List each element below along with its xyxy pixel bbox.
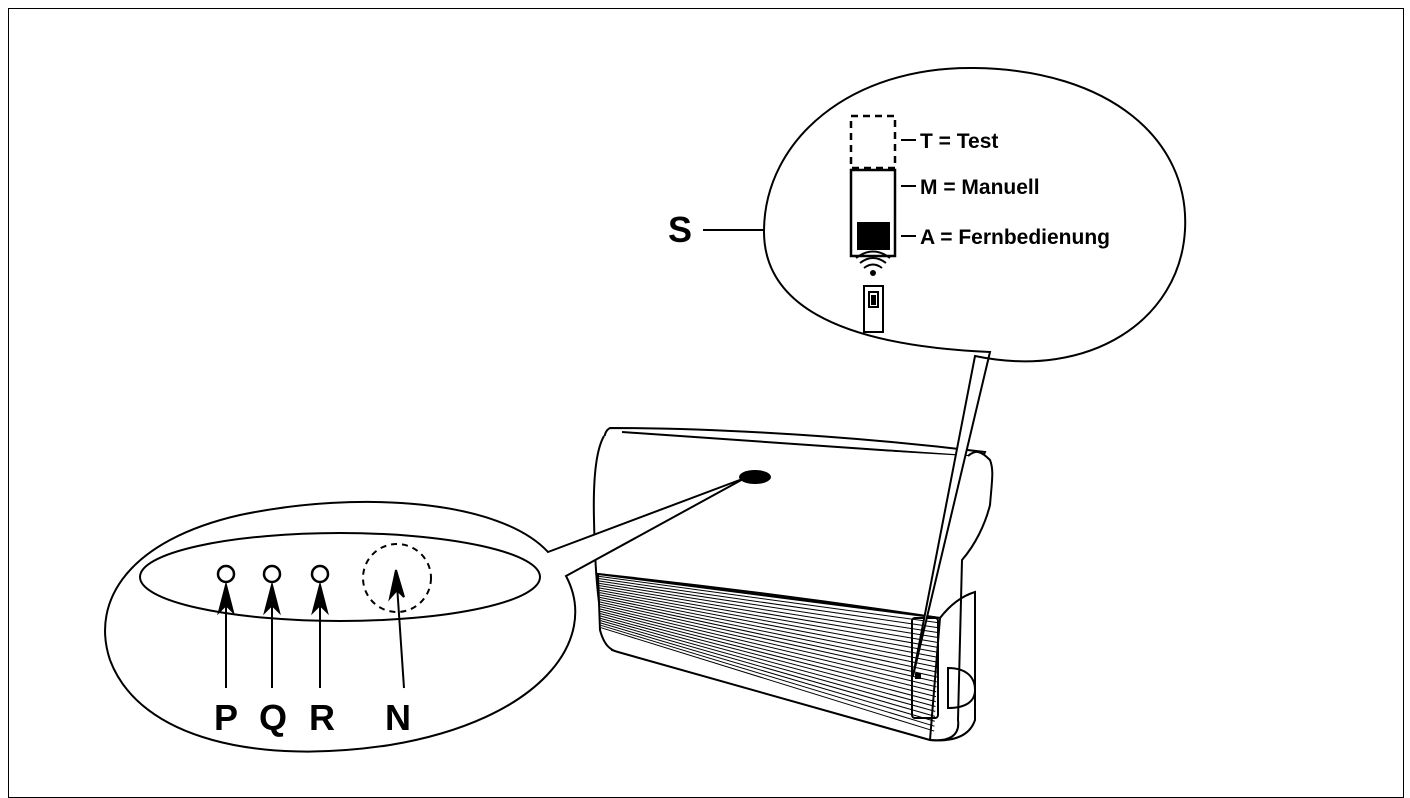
grille-slat [599,601,938,678]
label-s: S [668,209,692,250]
unit-display-spot [739,470,771,484]
switch-label-manual: M = Manuell [920,176,1040,199]
grille-slat [600,613,936,703]
grille-slat [599,589,939,653]
unit-switch-marker [915,673,921,679]
grille-slat [600,606,937,688]
indicator-r-icon [310,564,330,584]
display-callout: P Q R N [104,477,746,753]
grille-slat [599,587,939,648]
receiver-n-icon [362,543,432,613]
label-p: P [214,697,238,738]
grille-slat [599,603,937,683]
label-q: Q [259,697,287,738]
arrow-r-icon [311,581,329,616]
switch-callout-bubble [762,66,1187,677]
grille-slat [600,620,936,717]
leader-n [396,584,405,689]
grille-slat [600,615,936,707]
indicator-p-icon [216,564,236,584]
switch-label-test: T = Test [920,130,998,153]
grille-slat [599,582,940,639]
arrow-q-icon [263,581,281,616]
unit-top-edge [621,431,969,457]
grille-slat [599,575,940,624]
switch-callout: T = Test M = Manuell A = Fernbedienung S [668,66,1187,677]
grille-slat [599,580,940,634]
grille-slat [600,622,935,722]
display-panel [139,532,541,622]
grille-slat [599,585,939,644]
grille-slat [600,608,937,693]
grille-slat [600,624,935,727]
unit-side-panel [929,590,976,742]
grille-slat [600,627,935,732]
grille-slat [599,596,938,668]
wifi-signal-icon [855,250,891,276]
arrow-p-icon [217,581,235,616]
grille-slat [599,599,938,673]
indicator-q-icon [262,564,282,584]
switch-label-remote: A = Fernbedienung [920,226,1110,249]
switch-knob [857,222,890,250]
unit-side-notch [947,666,977,710]
grille-slat [599,594,938,663]
grille-slat [600,617,936,712]
arrow-n-icon [388,569,405,602]
label-n: N [385,697,411,738]
remote-control-icon [863,285,884,333]
unit-grille-slats [599,575,940,732]
grille-slat [599,578,940,629]
display-callout-bubble [104,477,746,753]
label-r: R [309,697,335,738]
switch-body [849,168,897,258]
grille-slat [599,592,939,658]
grille-slat [600,610,937,698]
